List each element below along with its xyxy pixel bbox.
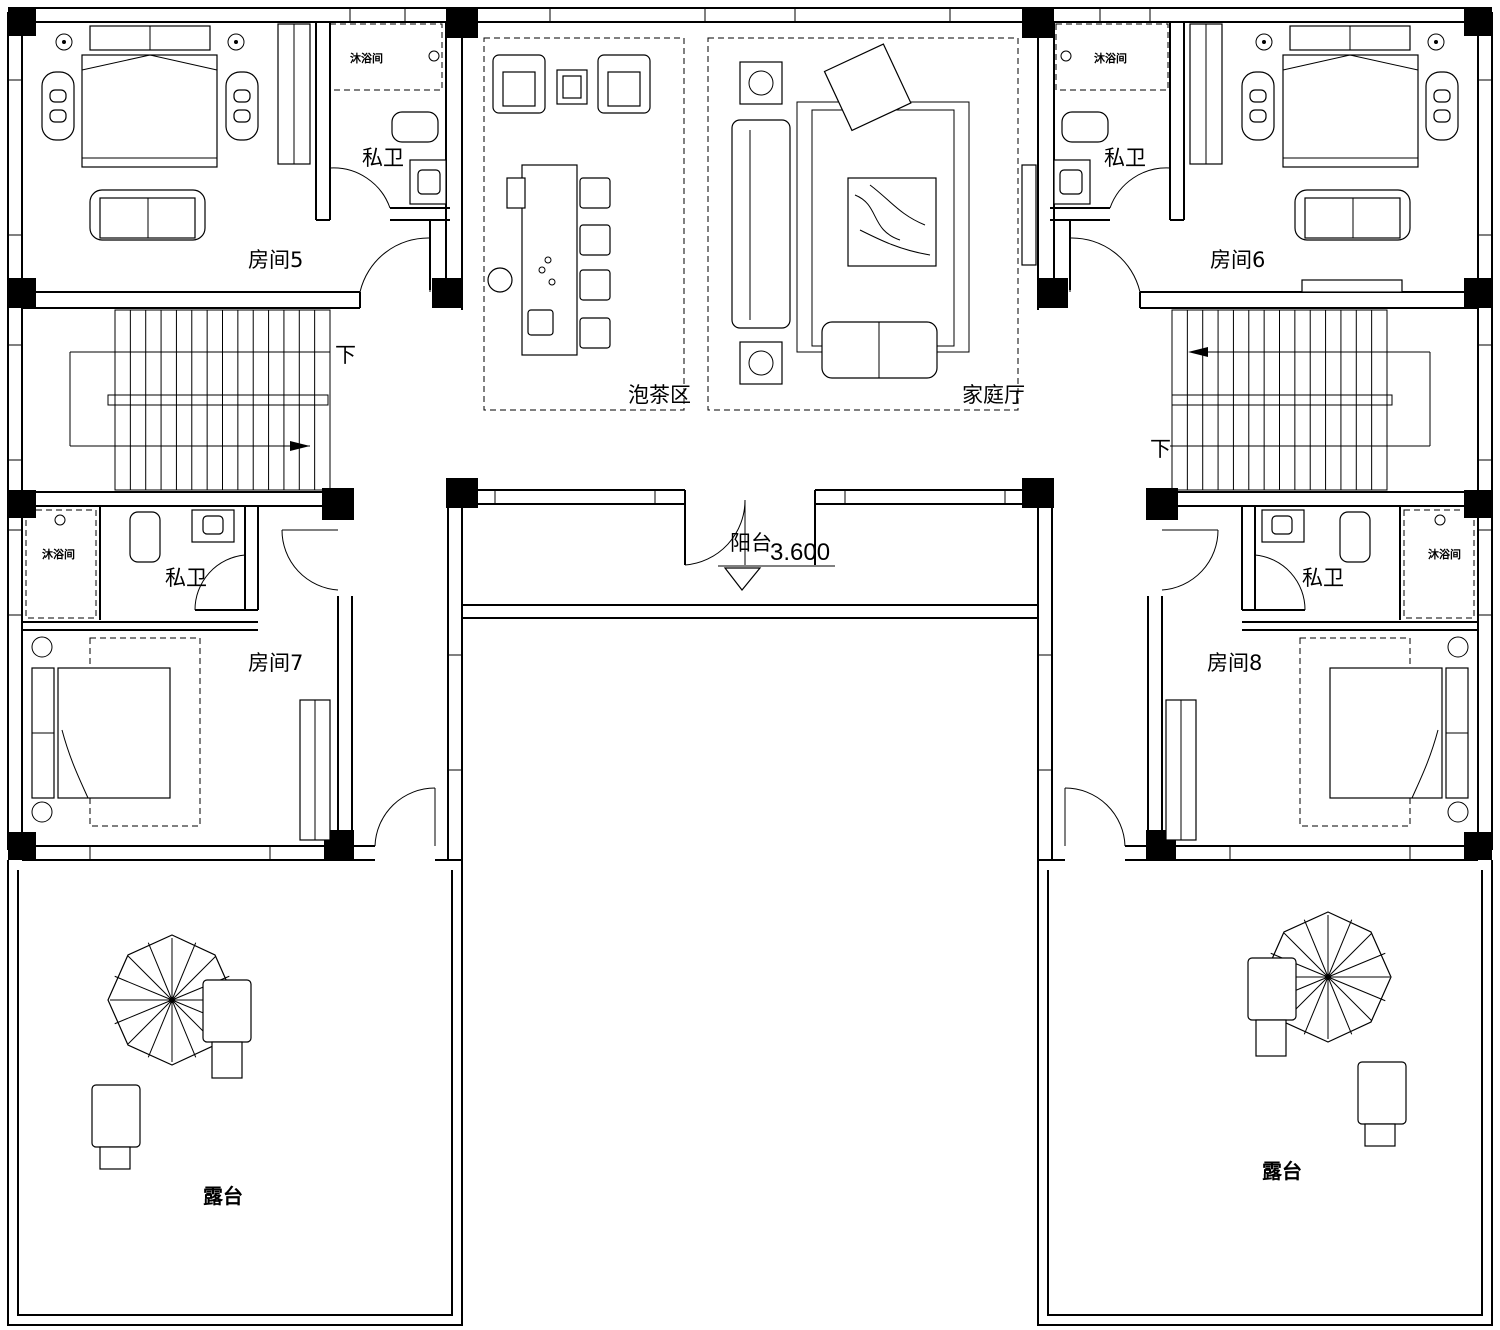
umbrella-rib <box>127 955 173 1001</box>
stair-left <box>69 309 331 491</box>
sofa-room6 <box>1294 189 1411 241</box>
loungers-left <box>91 979 252 1170</box>
bed-room8 <box>1165 636 1469 841</box>
bed-room5 <box>41 25 259 168</box>
room7-label: 房间7 <box>248 651 303 675</box>
umbrella-rib <box>1327 976 1373 1022</box>
interior-walls <box>22 22 1478 861</box>
room5-label: 房间5 <box>248 248 303 272</box>
elevation-label: 3.600 <box>770 539 830 566</box>
loungers-right <box>1247 957 1407 1147</box>
umbrella-rib <box>1303 976 1329 1035</box>
umbrella-rib <box>1283 932 1329 978</box>
terrace-right-label: 露台 <box>1262 1159 1302 1183</box>
umbrella-rib <box>171 942 197 1001</box>
columns <box>8 8 1492 860</box>
family-hall-zone <box>707 37 1019 411</box>
wardrobe-room6 <box>1189 23 1403 293</box>
umbrella-rib <box>114 975 173 1001</box>
umbrella-rib <box>147 942 173 1001</box>
shower-br-label: 沐浴间 <box>1428 547 1461 561</box>
bath-fixtures-bl <box>25 509 235 619</box>
stair-down-left-label: 下 <box>335 343 356 367</box>
stair-down-right-label: 下 <box>1150 437 1171 461</box>
balcony-label: 阳台 <box>730 531 772 555</box>
shower-tr-label: 沐浴间 <box>1094 51 1127 65</box>
bath-br-label: 私卫 <box>1302 566 1344 590</box>
tea-table <box>487 164 611 356</box>
family-hall-furniture <box>731 43 970 385</box>
shower-bl-label: 沐浴间 <box>42 547 75 561</box>
bed-room7 <box>31 636 331 841</box>
umbrella-rib <box>171 955 217 1001</box>
umbrella-rib <box>147 999 173 1058</box>
umbrella-rib <box>1327 952 1386 978</box>
umbrella-rib <box>1327 976 1353 1035</box>
umbrella-rib <box>1327 932 1373 978</box>
family-hall-label: 家庭厅 <box>962 383 1025 407</box>
room8-label: 房间8 <box>1207 651 1262 675</box>
sofa-room5 <box>89 189 206 241</box>
bath-tr-label: 私卫 <box>1104 146 1146 170</box>
umbrella-rib <box>1327 919 1353 978</box>
bath-fixtures-tr <box>1021 23 1169 266</box>
bath-tl-label: 私卫 <box>362 146 404 170</box>
tea-armchairs <box>492 54 651 114</box>
umbrella-rib <box>114 999 173 1025</box>
shower-tl-label: 沐浴间 <box>350 51 383 65</box>
bed-room6 <box>1241 25 1459 168</box>
stair-right <box>1170 309 1431 491</box>
wardrobe-room5 <box>277 23 311 165</box>
bath-fixtures-br <box>1261 509 1475 619</box>
bath-fixtures-tl <box>329 23 447 205</box>
umbrella-rib <box>127 999 173 1045</box>
tea-area-label: 泡茶区 <box>628 383 691 407</box>
bath-bl-label: 私卫 <box>165 566 207 590</box>
outer-walls <box>7 7 1493 861</box>
umbrella-rib <box>1303 919 1329 978</box>
terrace-left-label: 露台 <box>203 1184 243 1208</box>
umbrella-rib <box>1327 976 1386 1002</box>
terrace-outlines <box>7 620 1493 1326</box>
tea-area-zone <box>483 37 685 411</box>
room6-label: 房间6 <box>1210 248 1265 272</box>
umbrella-rib <box>171 999 197 1058</box>
umbrella-rib <box>1270 952 1329 978</box>
elevation-marker <box>718 565 835 591</box>
